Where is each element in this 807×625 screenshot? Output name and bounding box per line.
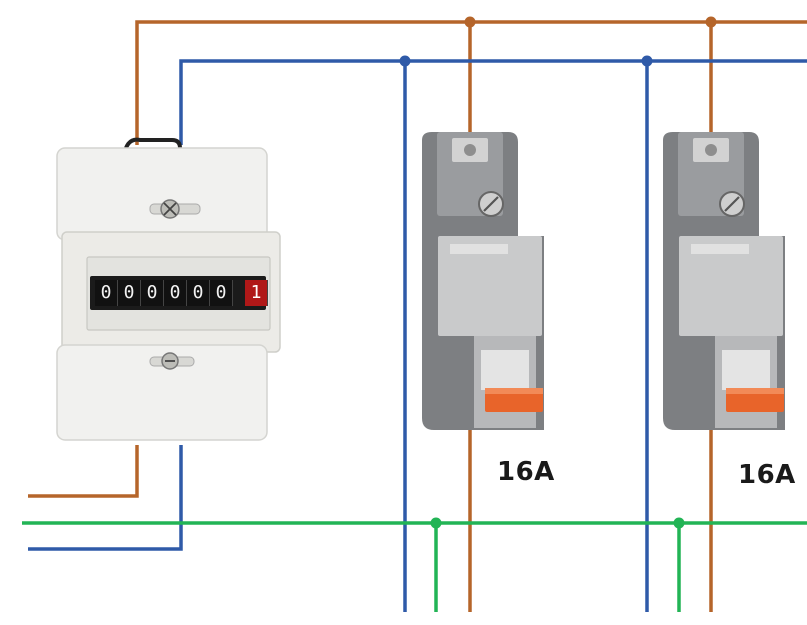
junction-phase-2: [705, 16, 717, 28]
meter-digit: 0: [118, 280, 141, 306]
junction-phase-1: [464, 16, 476, 28]
phase-wires: [28, 20, 807, 612]
phase-main-wire: [135, 20, 807, 145]
meter-digit: 0: [210, 280, 233, 306]
circuit-breaker-1: [422, 132, 544, 430]
junction-dots: [399, 16, 717, 529]
meter-digit: 0: [187, 280, 210, 306]
meter-digit-fraction: 1: [245, 280, 268, 306]
neutral-wires: [28, 59, 807, 612]
neutral-main-wire: [179, 59, 807, 145]
junction-neutral-1: [399, 55, 411, 67]
junction-neutral-2: [641, 55, 653, 67]
circuit-breaker-2: [663, 132, 785, 430]
ground-wires: [22, 521, 807, 612]
junction-ground-1: [430, 517, 442, 529]
meter-digit: 0: [141, 280, 164, 306]
meter-top-screw: [149, 199, 201, 219]
phase-input-wire: [28, 445, 139, 498]
meter-counter: 0 0 0 0 0 0 1: [95, 280, 268, 306]
breaker-1-rating-label: 16A: [497, 457, 555, 487]
breaker-2-rating-label: 16A: [738, 460, 796, 490]
junction-ground-2: [673, 517, 685, 529]
meter-bottom-screw: [149, 352, 195, 370]
meter-digit: 0: [95, 280, 118, 306]
neutral-input-wire: [28, 445, 183, 551]
meter-digit: 0: [164, 280, 187, 306]
